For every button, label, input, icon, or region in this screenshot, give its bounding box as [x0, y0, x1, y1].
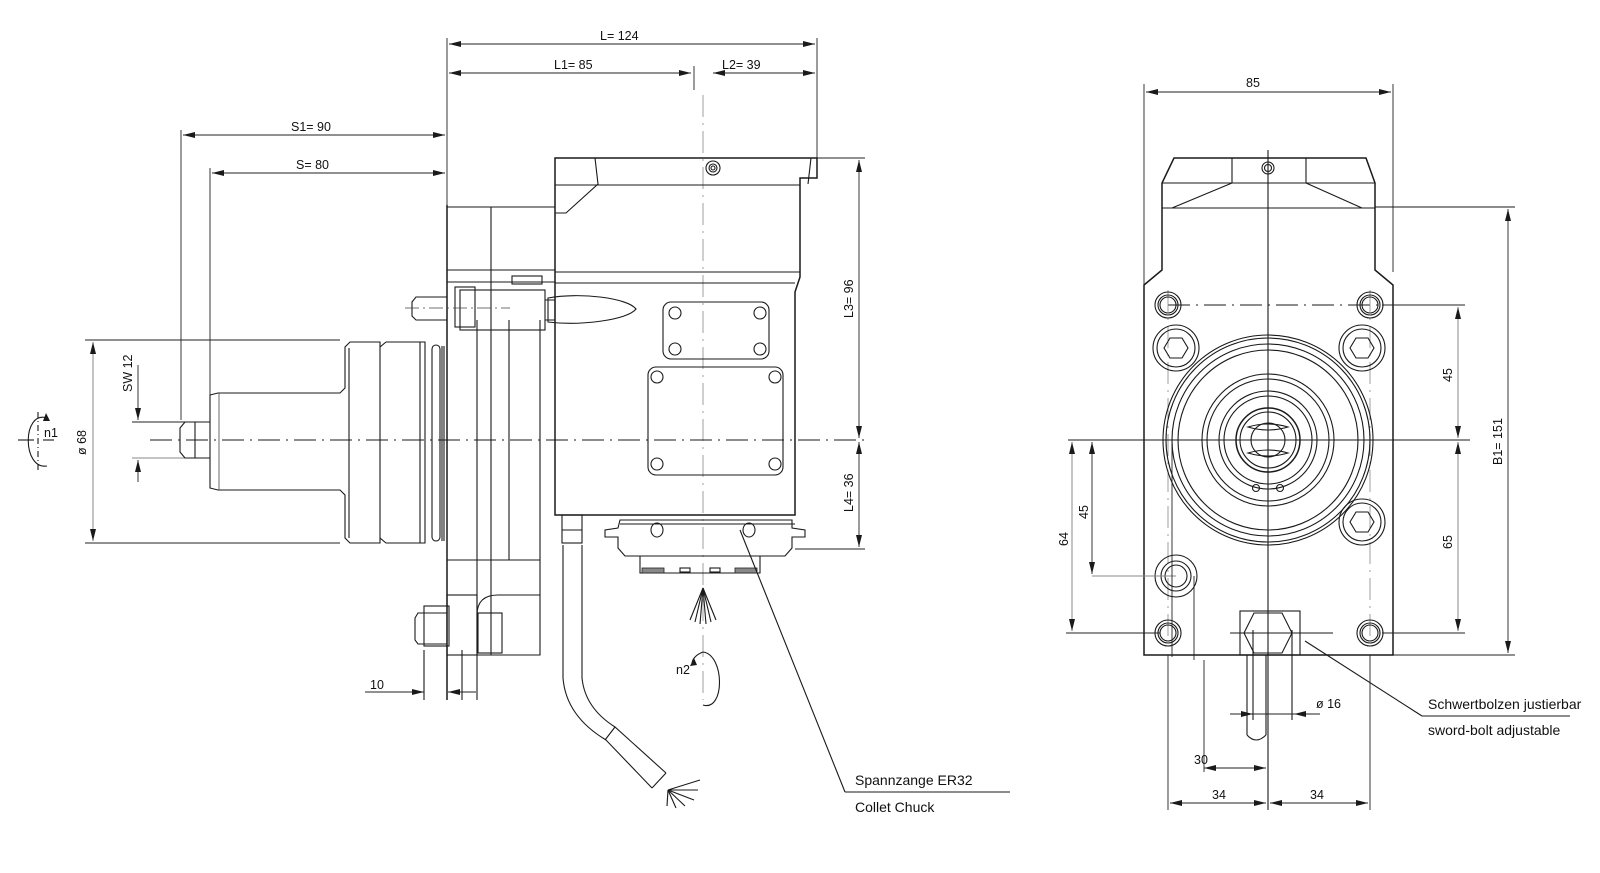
dimension-S-label: S= 80 [296, 158, 329, 172]
dimension-dia68: ø 68 [75, 339, 340, 544]
callout-collet-en: Collet Chuck [855, 799, 935, 815]
dimension-L3-label: L3= 96 [842, 279, 856, 318]
callout-sword-bolt: Schwertbolzen justierbar sword-bolt adju… [1304, 640, 1582, 738]
dimension-L2-label: L2= 39 [722, 58, 761, 72]
dimension-10: 10 [365, 678, 476, 695]
dimension-B1-45-65: 45 65 B1= 151 [1382, 209, 1515, 656]
front-view: 85 [1057, 76, 1582, 810]
dimension-dia16: ø 16 [1230, 697, 1341, 717]
bolt-holes [1152, 291, 1386, 647]
dimension-30: 30 [1194, 660, 1266, 772]
dimension-left-64-label: 64 [1057, 532, 1071, 546]
dimension-L: L= 124 [446, 29, 818, 205]
dimension-dia68-label: ø 68 [75, 430, 89, 455]
dimension-left-45-64: 45 64 [1057, 440, 1195, 660]
input-shaft [179, 341, 445, 544]
front-body [1143, 157, 1515, 656]
dimension-S1-label: S1= 90 [291, 120, 331, 134]
dimension-SW12: SW 12 [121, 354, 210, 482]
dimension-34-34: 34 34 [1167, 655, 1371, 810]
dimension-B1-label: B1= 151 [1491, 418, 1505, 465]
dimension-dia16-label: ø 16 [1316, 697, 1341, 711]
coolant-spray-icon [666, 779, 701, 809]
dimension-L1-label: L1= 85 [554, 58, 593, 72]
dimension-L3-L4: L3= 96 L4= 36 [795, 157, 865, 550]
callout-collet-de: Spannzange ER32 [855, 772, 973, 788]
dimension-left-45-label: 45 [1077, 505, 1091, 519]
collet-chuck [604, 519, 806, 574]
coolant-tube [561, 514, 717, 809]
dimension-SW-label: SW 12 [121, 354, 135, 392]
dimension-L1-L2: L1= 85 L2= 39 [449, 58, 815, 90]
angle-head-housing [554, 157, 818, 516]
dimension-34-left-label: 34 [1212, 788, 1226, 802]
dimension-30-label: 30 [1194, 753, 1208, 767]
sword-bolt [1230, 610, 1333, 741]
callout-sword-bolt-de: Schwertbolzen justierbar [1428, 696, 1582, 712]
dimension-10-label: 10 [370, 678, 384, 692]
rotation-n1-icon: n1 [18, 412, 58, 470]
rotation-n1-label: n1 [44, 426, 58, 440]
dimension-upper-45-label: 45 [1441, 368, 1455, 382]
dimension-S1-S: S1= 90 S= 80 [180, 120, 445, 420]
side-view: L= 124 L1= 85 L2= 39 S1= 90 S= 80 [18, 29, 1010, 815]
dimension-lower-65-label: 65 [1441, 535, 1455, 549]
callout-collet-chuck: Spannzange ER32 Collet Chuck [739, 529, 1010, 815]
dimension-L4-label: L4= 36 [842, 473, 856, 512]
rotation-n2-label: n2 [676, 663, 690, 677]
mounting-flange [405, 205, 637, 700]
dimension-L-label: L= 124 [600, 29, 639, 43]
rotation-n2-icon: n2 [676, 651, 720, 706]
dimension-34-right-label: 34 [1310, 788, 1324, 802]
callout-sword-bolt-en: sword-bolt adjustable [1428, 722, 1561, 738]
dimension-width-85-label: 85 [1246, 76, 1260, 90]
chuck-spray-icon [689, 587, 717, 625]
